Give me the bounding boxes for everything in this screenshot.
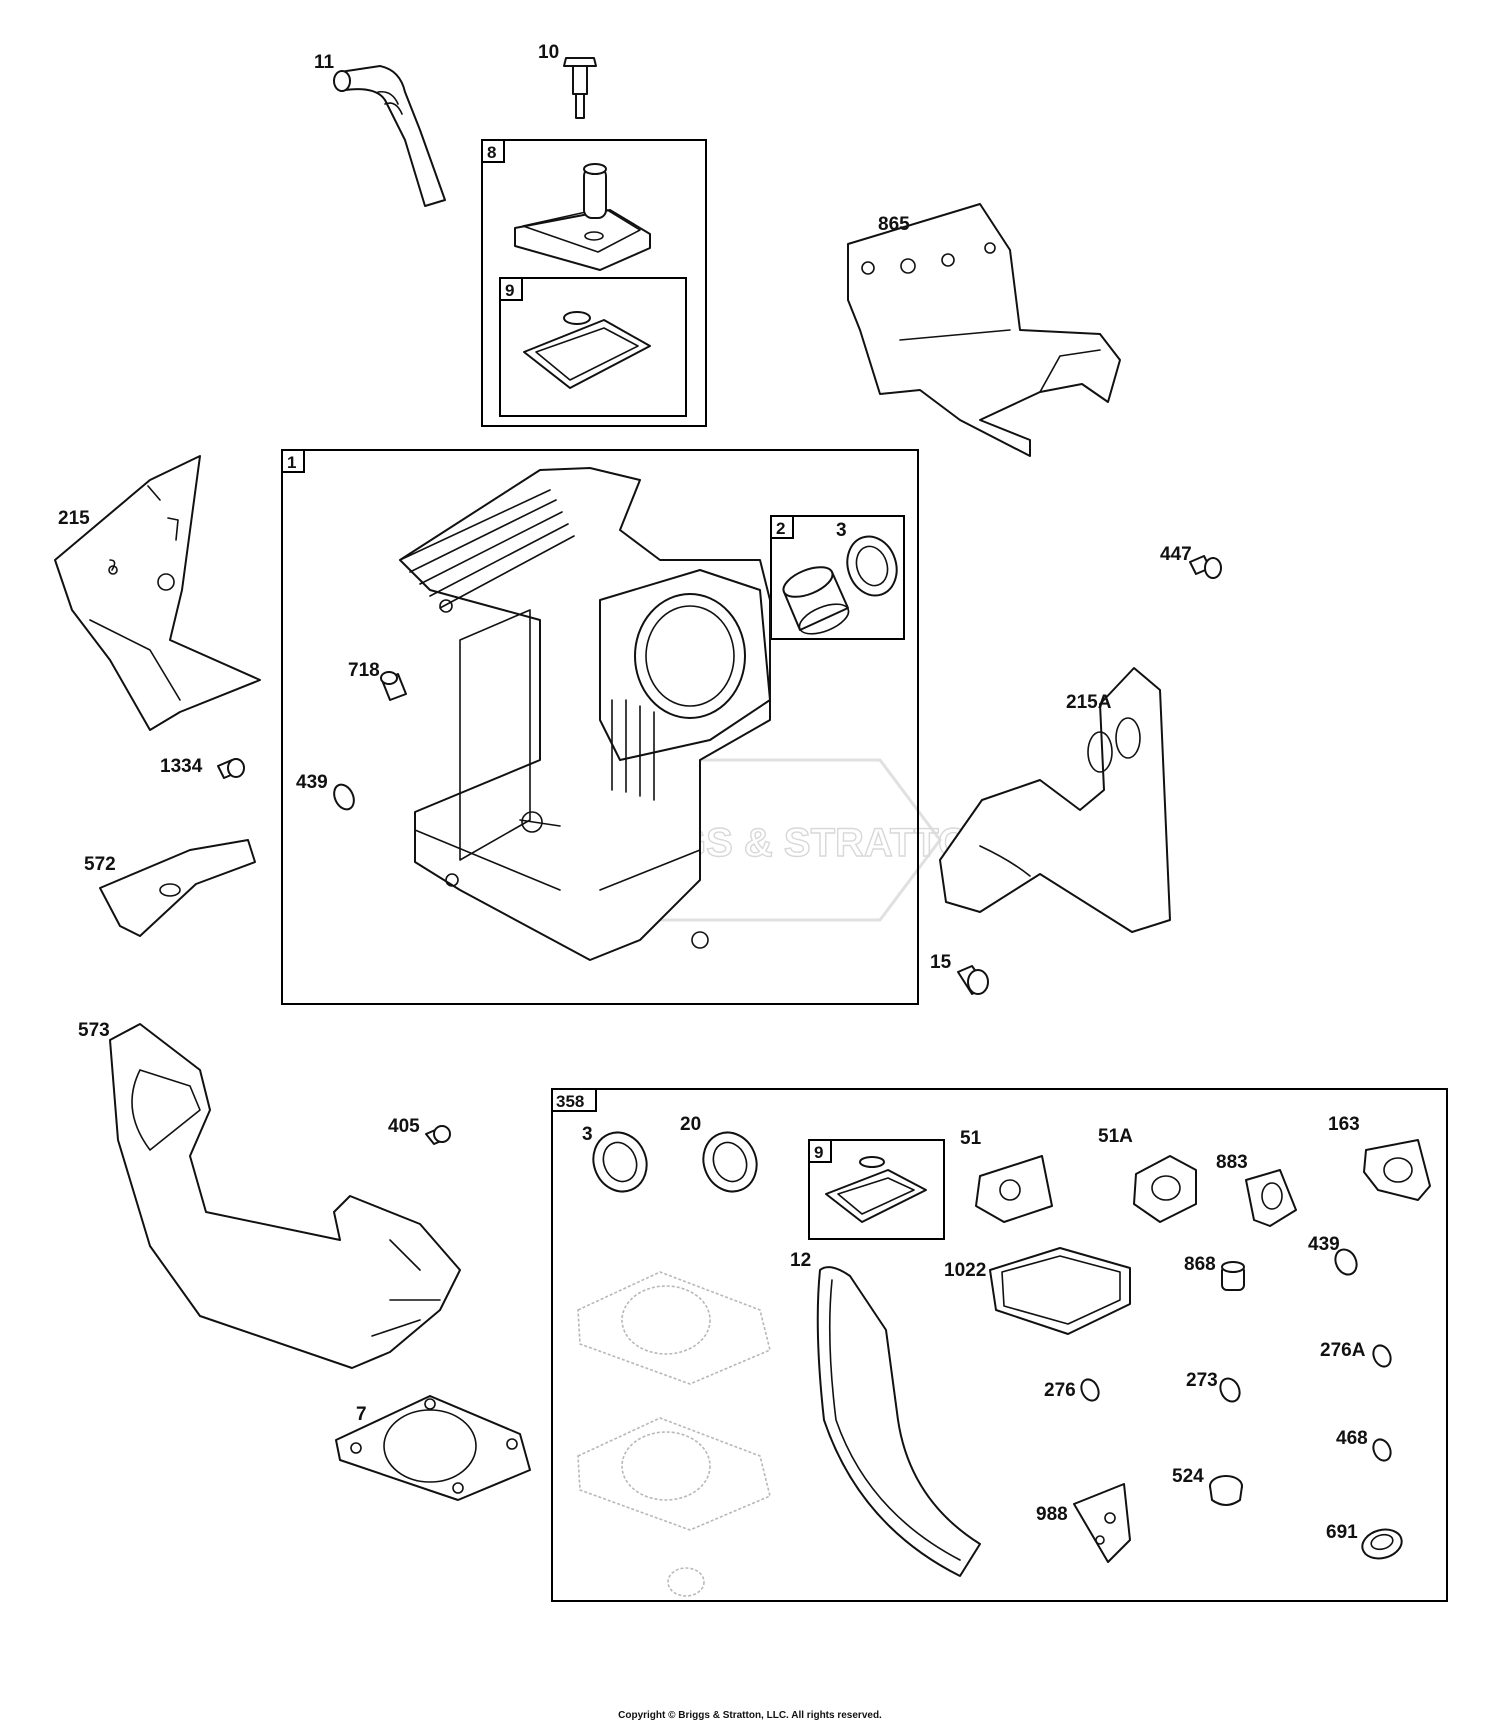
part-10-bolt <box>563 57 597 119</box>
callout-163: 163 <box>1328 1114 1360 1135</box>
part-51-gasket <box>975 1155 1053 1223</box>
callout-276: 276 <box>1044 1380 1076 1401</box>
part-276a-washer <box>1372 1344 1392 1368</box>
callout-276a: 276A <box>1320 1340 1366 1361</box>
part-3-seal <box>846 535 898 597</box>
callout-215a: 215A <box>1066 692 1112 713</box>
part-7-head-gasket <box>335 1395 531 1501</box>
callout-718: 718 <box>348 660 380 681</box>
callout-439-kit: 439 <box>1308 1234 1340 1255</box>
copyright-notice: Copyright © Briggs & Stratton, LLC. All … <box>618 1710 882 1721</box>
callout-883: 883 <box>1216 1152 1248 1173</box>
box-358-number: 358 <box>556 1092 584 1111</box>
callout-524: 524 <box>1172 1466 1204 1487</box>
callout-1022: 1022 <box>944 1260 986 1281</box>
part-215a-air-guide <box>939 667 1171 933</box>
part-865-shield <box>847 203 1121 457</box>
part-447-screw <box>1189 555 1222 579</box>
box-2-number: 2 <box>776 519 785 538</box>
box-2-tag <box>770 515 794 539</box>
part-51a-gasket <box>1133 1155 1197 1223</box>
box-9-kit-frame <box>808 1139 945 1240</box>
part-9-gasket-kit <box>825 1156 927 1223</box>
box-9-kit-tag <box>808 1139 832 1163</box>
part-439-washer-kit <box>1334 1248 1358 1276</box>
box-358-frame <box>551 1088 1448 1602</box>
callout-572: 572 <box>84 854 116 875</box>
callout-51a: 51A <box>1098 1126 1133 1147</box>
callout-468: 468 <box>1336 1428 1368 1449</box>
part-468-washer <box>1372 1438 1392 1462</box>
part-273-washer <box>1219 1377 1241 1403</box>
part-439-washer-left <box>333 783 355 811</box>
callout-868: 868 <box>1184 1254 1216 1275</box>
part-15-plug <box>957 965 989 995</box>
part-691-seal <box>1361 1528 1403 1560</box>
box-8-frame <box>481 139 707 427</box>
ghost-head-gaskets <box>577 1271 771 1597</box>
box-9-top-tag <box>499 277 523 301</box>
part-524-cap <box>1209 1475 1243 1506</box>
box-1-frame <box>281 449 919 1005</box>
part-9-cover-gasket <box>523 311 651 389</box>
box-1-number: 1 <box>287 453 296 472</box>
part-11-breather-tube <box>333 65 446 207</box>
part-883-gasket <box>1245 1169 1297 1227</box>
callout-3-box2: 3 <box>836 520 847 541</box>
callout-573: 573 <box>78 1020 110 1041</box>
callout-865: 865 <box>878 214 910 235</box>
callout-12: 12 <box>790 1250 811 1271</box>
part-572-cover <box>99 839 256 937</box>
callout-20: 20 <box>680 1114 701 1135</box>
box-9-kit-number: 9 <box>814 1143 823 1162</box>
part-2-bushing <box>782 566 850 635</box>
part-1334-screw <box>217 758 245 779</box>
box-1-tag <box>281 449 305 473</box>
part-163-gasket <box>1363 1139 1431 1201</box>
box-8-tag <box>481 139 505 163</box>
callout-10: 10 <box>538 42 559 63</box>
part-3-seal-kit <box>592 1131 648 1193</box>
callout-447: 447 <box>1160 544 1192 565</box>
box-358-tag <box>551 1088 597 1112</box>
part-12-crankcase-gasket <box>816 1266 981 1577</box>
callout-1334: 1334 <box>160 756 203 777</box>
callout-11: 11 <box>314 52 335 73</box>
callout-405: 405 <box>388 1116 420 1137</box>
part-573-blower-housing <box>109 1023 461 1369</box>
part-868-seal <box>1221 1261 1245 1291</box>
part-8-valve-cover <box>514 163 651 271</box>
part-718-dowel <box>380 671 407 701</box>
callout-273: 273 <box>1186 1370 1218 1391</box>
part-215-baffle <box>54 455 261 731</box>
part-20-seal <box>702 1131 758 1193</box>
box-9-top-number: 9 <box>505 281 514 300</box>
box-2-frame <box>770 515 905 640</box>
callout-3-kit: 3 <box>582 1124 593 1145</box>
callout-51: 51 <box>960 1128 982 1149</box>
box-9-top-frame <box>499 277 687 417</box>
callout-7: 7 <box>356 1404 367 1425</box>
part-405-screw <box>425 1125 451 1145</box>
callout-439-left: 439 <box>296 772 328 793</box>
callout-15: 15 <box>930 952 952 973</box>
callout-988: 988 <box>1036 1504 1068 1525</box>
part-1-cylinder-block <box>399 467 771 961</box>
part-988-plate <box>1073 1483 1131 1563</box>
box-8-number: 8 <box>487 143 496 162</box>
callout-691: 691 <box>1326 1522 1358 1543</box>
part-1022-gasket <box>989 1247 1131 1335</box>
part-276-washer <box>1080 1378 1100 1402</box>
callout-215: 215 <box>58 508 90 529</box>
